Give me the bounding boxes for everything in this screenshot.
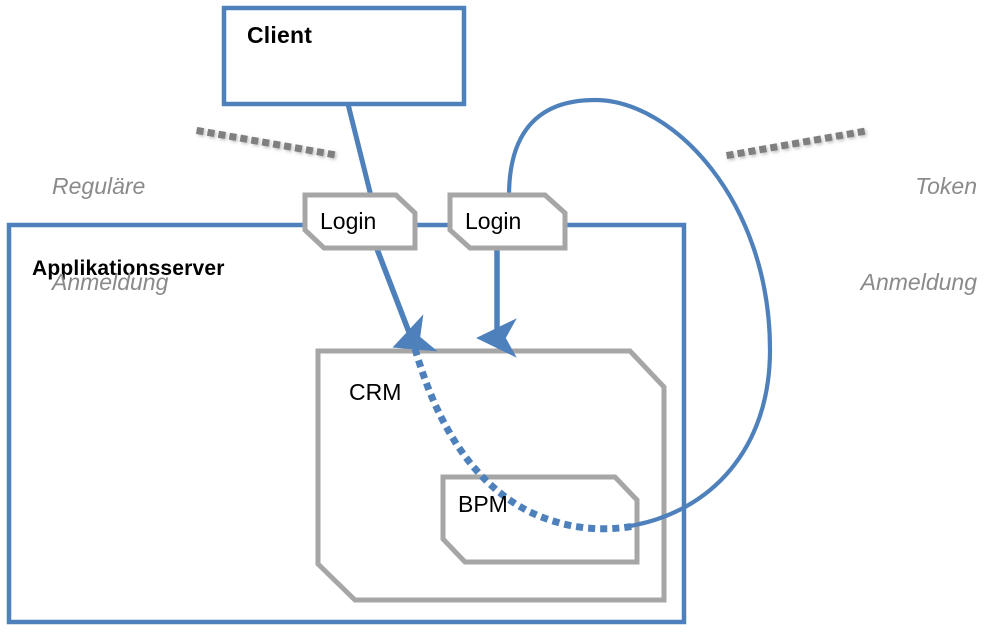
client-box-shape bbox=[221, 5, 467, 107]
login-left-shape bbox=[302, 192, 418, 251]
login-right-shape bbox=[447, 192, 568, 251]
edge-login-left-to-crm bbox=[374, 248, 438, 352]
bpm-shape bbox=[440, 474, 640, 565]
leader-line-left bbox=[195, 126, 341, 160]
edge-client-to-login-left bbox=[345, 103, 374, 197]
leader-line-right bbox=[725, 126, 871, 160]
edge-token-curve bbox=[506, 97, 773, 529]
